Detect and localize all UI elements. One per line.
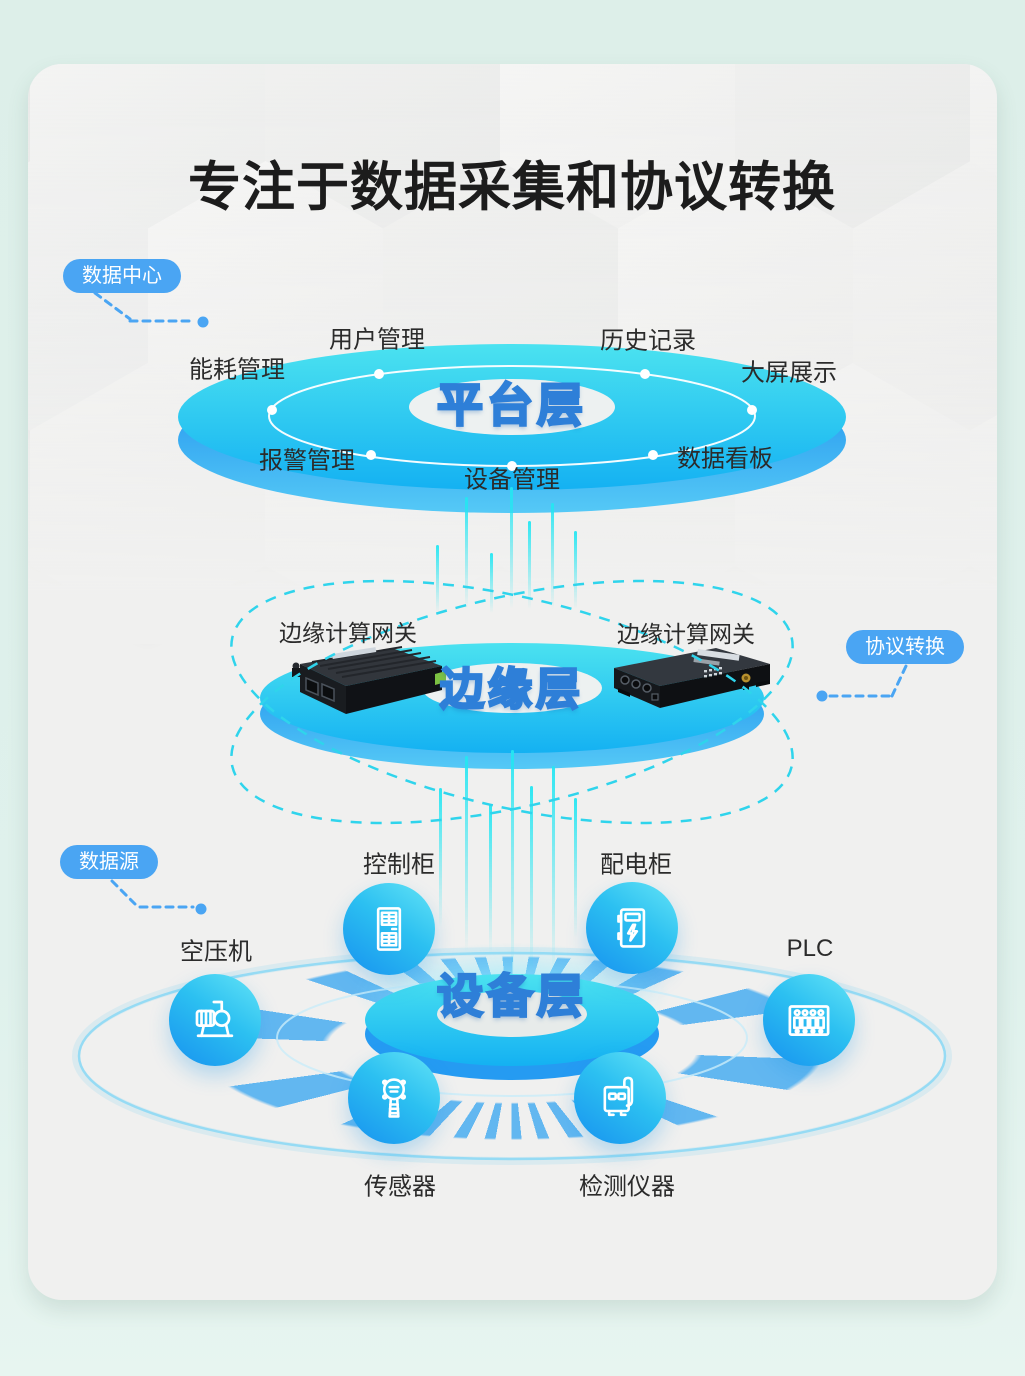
callout-dots xyxy=(195,316,828,915)
control-cabinet-icon xyxy=(343,883,435,975)
callout-protocol-conversion: 协议转换 xyxy=(846,630,964,664)
device-layer-title: 设备层 xyxy=(436,969,587,1024)
testing-instrument-icon xyxy=(574,1052,666,1144)
device-donut xyxy=(365,974,659,1080)
edge-gateway-left-image xyxy=(292,646,446,714)
platform-item-alarm-management: 报警管理 xyxy=(259,447,355,475)
device-item-control-cabinet: 控制柜 xyxy=(363,851,435,879)
beams-edge-device xyxy=(439,750,577,976)
device-rings xyxy=(72,947,952,1165)
edge-gateway-right-image xyxy=(614,648,770,708)
plc-icon xyxy=(763,974,855,1066)
platform-item-device-management: 设备管理 xyxy=(464,466,560,494)
platform-item-data-dashboard: 数据看板 xyxy=(677,445,773,473)
edge-gateway-right-label: 边缘计算网关 xyxy=(617,621,755,647)
air-compressor-icon xyxy=(169,974,261,1066)
platform-disk xyxy=(178,344,846,513)
platform-item-user-management: 用户管理 xyxy=(329,326,425,354)
platform-item-energy-management: 能耗管理 xyxy=(189,356,285,384)
device-item-sensor: 传感器 xyxy=(364,1173,436,1201)
callout-data-center: 数据中心 xyxy=(63,259,181,293)
sensor-icon xyxy=(348,1052,440,1144)
power-distribution-cabinet-icon xyxy=(586,882,678,974)
platform-layer-title: 平台层 xyxy=(436,378,587,433)
edge-layer-title: 边缘层 xyxy=(439,664,584,716)
callout-data-source: 数据源 xyxy=(60,845,158,879)
edge-gateway-left-label: 边缘计算网关 xyxy=(279,620,417,646)
device-item-air-compressor: 空压机 xyxy=(180,938,252,966)
platform-ring-dots xyxy=(267,369,757,471)
platform-item-history-records: 历史记录 xyxy=(600,327,696,355)
device-item-power-distribution-cabinet: 配电柜 xyxy=(600,851,672,879)
beams-platform-edge xyxy=(436,487,577,613)
device-item-testing-instrument: 检测仪器 xyxy=(579,1173,675,1201)
platform-item-big-screen-display: 大屏展示 xyxy=(741,359,837,387)
device-item-plc: PLC xyxy=(786,935,834,962)
callout-connectors xyxy=(93,291,908,909)
page-title: 专注于数据采集和协议转换 xyxy=(188,158,836,217)
